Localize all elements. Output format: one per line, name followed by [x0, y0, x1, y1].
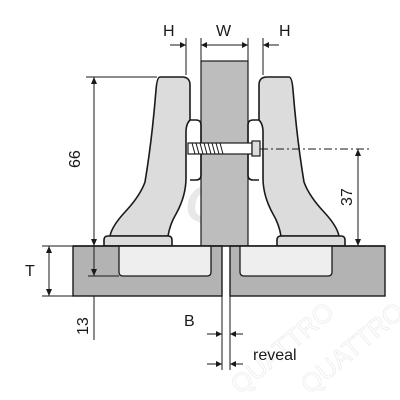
- dimension-t: [42, 245, 73, 297]
- label-w: W: [216, 23, 232, 40]
- left-hinge-arm: [109, 76, 191, 237]
- label-h-right: H: [279, 23, 291, 40]
- dimension-reveal: [207, 340, 243, 370]
- dimension-66: [86, 76, 157, 246]
- right-hinge-cup: [239, 245, 333, 277]
- left-hinge-cup: [118, 245, 212, 277]
- dimension-37: [260, 148, 370, 246]
- dimension-13: [88, 246, 119, 340]
- right-base-plate: [276, 235, 346, 247]
- label-b: B: [184, 313, 195, 330]
- label-h-left: H: [163, 23, 175, 40]
- screw: [187, 140, 261, 157]
- left-base-plate: [103, 235, 173, 247]
- label-37: 37: [339, 188, 356, 206]
- top-dimensions: [170, 38, 279, 75]
- dimension-b: [207, 296, 243, 370]
- label-13: 13: [75, 317, 92, 335]
- label-t: T: [25, 263, 35, 280]
- label-66: 66: [67, 150, 84, 168]
- label-reveal: reveal: [253, 347, 297, 364]
- right-hinge-arm: [258, 76, 340, 237]
